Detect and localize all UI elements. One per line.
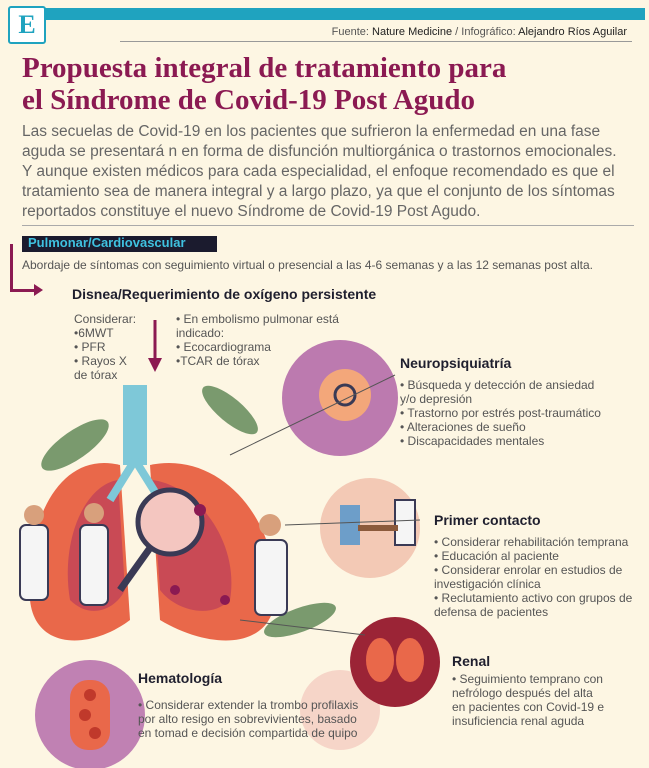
virus-icon: [220, 595, 230, 605]
list-item: de tórax: [74, 368, 118, 382]
list-item: • Rayos X: [74, 354, 127, 368]
doctor-head: [84, 503, 104, 523]
patient-figure: [340, 505, 360, 545]
title-line-2: el Síndrome de Covid-19 Post Agudo: [22, 84, 476, 116]
primer-list: • Considerar rehabilitación temprana • E…: [434, 535, 644, 619]
credit: Fuente: Nature Medicine / Infográfico: A…: [332, 26, 627, 38]
connector-line: [10, 289, 38, 292]
arrow-icon: [148, 358, 162, 372]
list-item: • Búsqueda y detección de ansiedad: [400, 378, 595, 392]
credit-source-label: Fuente:: [331, 26, 369, 38]
section-bar: [22, 236, 217, 252]
list-item: indicado:: [176, 326, 225, 340]
list-item: • Considerar extender la trombo profilax…: [138, 698, 359, 712]
credit-separator: / Infográfico:: [452, 26, 519, 38]
divider: [22, 225, 634, 226]
doctor-figure: [19, 524, 49, 601]
neuro-list: • Búsqueda y detección de ansiedad y/o d…: [400, 378, 640, 448]
connector-line: [229, 374, 396, 456]
disnea-title: Disnea/Requerimiento de oxígeno persiste…: [72, 286, 377, 302]
blood-cell-icon: [89, 727, 101, 739]
top-bar: [40, 8, 645, 20]
connector-line: [239, 619, 366, 636]
list-item: • Educación al paciente: [434, 549, 559, 563]
leaf-icon: [264, 602, 336, 638]
arrow-icon: [34, 284, 43, 296]
credit-author: Alejandro Ríos Aguilar: [518, 26, 627, 38]
list-item: • PFR: [74, 340, 106, 354]
section-description: Abordaje de síntomas con seguimiento vir…: [22, 258, 593, 272]
intro-text: Las secuelas de Covid-19 en los paciente…: [22, 123, 617, 220]
list-item: • Alteraciones de sueño: [400, 420, 526, 434]
list-item: defensa de pacientes: [434, 605, 549, 619]
magnifier-handle: [117, 545, 153, 593]
list-item: • Reclutamiento activo con grupos de: [434, 591, 633, 605]
primer-title: Primer contacto: [434, 512, 541, 528]
neuro-title: Neuropsiquiatría: [400, 355, 512, 371]
disnea-left-intro: Considerar:: [74, 312, 137, 326]
list-item: y/o depresión: [400, 392, 473, 406]
magnifier-icon: [135, 487, 205, 557]
renal-title: Renal: [452, 653, 491, 669]
divider: [120, 41, 632, 42]
list-item: • Considerar rehabilitación temprana: [434, 535, 629, 549]
list-item: • Seguimiento temprano con: [452, 672, 603, 686]
doctor-head: [259, 514, 281, 536]
credit-source: Nature Medicine: [372, 26, 453, 38]
leaf-icon: [41, 419, 109, 471]
gear-icon: [333, 383, 357, 407]
list-item: en pacientes con Covid-19 e: [452, 700, 605, 714]
list-item: •6MWT: [74, 326, 114, 340]
doctor-figure: [394, 499, 416, 546]
list-item: • Trastorno por estrés post-traumático: [400, 406, 601, 420]
disnea-right: • En embolismo pulmonar está indicado: •…: [176, 312, 356, 368]
illustration: [19, 320, 440, 768]
page-title: Propuesta integral de tratamiento para e…: [22, 52, 602, 116]
kidney-icon: [396, 638, 424, 682]
connector-line: [10, 244, 13, 292]
list-item: por alto resigo en sobrevivientes, basad…: [138, 712, 357, 726]
list-item: insuficiencia renal aguda: [452, 714, 585, 728]
list-item: investigación clínica: [434, 577, 541, 591]
doctor-figure: [254, 539, 288, 616]
hemato-title: Hematología: [138, 670, 223, 686]
connector-line: [284, 519, 421, 526]
disnea-left: Considerar: •6MWT • PFR • Rayos X de tór…: [74, 312, 164, 382]
kidney-icon: [366, 638, 394, 682]
virus-icon: [194, 504, 206, 516]
title-line-1: Propuesta integral de tratamiento para: [22, 52, 507, 84]
logo: E: [8, 6, 46, 44]
renal-circle: [350, 617, 440, 707]
doctor-figure: [79, 524, 109, 606]
list-item: nefrólogo después del alta: [452, 686, 593, 700]
trachea: [123, 385, 147, 465]
hemato-list: • Considerar extender la trombo profilax…: [138, 698, 378, 740]
list-item: • Ecocardiograma: [176, 340, 271, 354]
list-item: • Discapacidades mentales: [400, 434, 545, 448]
blood-cell-icon: [84, 689, 96, 701]
virus-icon: [170, 585, 180, 595]
list-item: • En embolismo pulmonar está: [176, 312, 339, 326]
doctor-head: [24, 505, 44, 525]
list-item: •TCAR de tórax: [176, 354, 260, 368]
section-label: Pulmonar/Cardiovascular: [28, 235, 186, 250]
desk: [358, 525, 398, 531]
head-icon: [319, 369, 371, 421]
logo-letter: E: [18, 10, 36, 39]
renal-list: • Seguimiento temprano con nefrólogo des…: [452, 672, 642, 728]
leaf-icon: [202, 385, 258, 435]
blood-cell-icon: [79, 709, 91, 721]
list-item: en tomad e decisión compartida de quipo: [138, 726, 358, 740]
list-item: • Considerar enrolar en estudios de: [434, 563, 623, 577]
